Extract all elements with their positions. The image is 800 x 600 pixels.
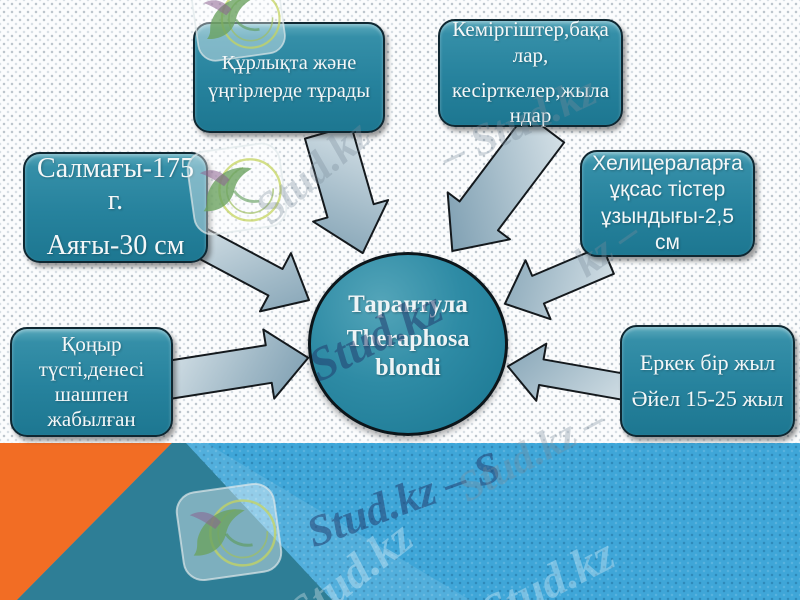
arrow-prey — [446, 112, 566, 252]
habitat-line-2: үңгірлерде тұрады — [207, 79, 371, 102]
info-box-teeth: Хелицераларға ұқсас тістер ұзындығы-2,5 … — [580, 150, 755, 257]
center-title: Тарантула — [348, 291, 468, 318]
weight-paragraph-2: Аяғы-30 см — [46, 230, 185, 262]
info-box-weight: Салмағы-175 г. Аяғы-30 см — [23, 152, 208, 263]
info-box-prey: Кеміргіштер,бақалар, кесірткелер,жыланда… — [438, 17, 623, 128]
info-box-appearance: Қоңыр түсті,денесі шашпен жабылған — [10, 327, 173, 437]
center-circle: Тарантула Theraphosa blondi — [308, 252, 508, 436]
habitat-line-1: Құрлықта және — [221, 52, 357, 75]
prey-paragraph-2: кесірткелер,жыландар — [451, 77, 610, 128]
info-box-habitat: Құрлықта және үңгірлерде тұрады — [193, 22, 385, 133]
arrow-appearance — [164, 328, 310, 400]
arrow-habitat — [303, 124, 390, 255]
weight-paragraph-1: Салмағы-175 г. — [37, 152, 194, 216]
lifespan-paragraph-1: Еркек бір жыл — [639, 349, 776, 375]
bottom-band — [0, 443, 800, 600]
info-box-lifespan: Еркек бір жыл Әйел 15-25 жыл — [620, 325, 795, 437]
band-orange-triangle — [0, 443, 172, 600]
center-latin-name: Theraphosa blondi — [346, 326, 470, 381]
prey-paragraph-1: Кеміргіштер,бақалар, — [452, 17, 609, 67]
lifespan-paragraph-2: Әйел 15-25 жыл — [631, 386, 784, 411]
arrow-lifespan — [506, 342, 629, 402]
teeth-text: Хелицераларға ұқсас тістер ұзындығы-2,5 … — [592, 152, 743, 254]
appearance-text: Қоңыр түсті,денесі шашпен жабылған — [38, 331, 145, 432]
arrow-weight — [187, 225, 311, 313]
